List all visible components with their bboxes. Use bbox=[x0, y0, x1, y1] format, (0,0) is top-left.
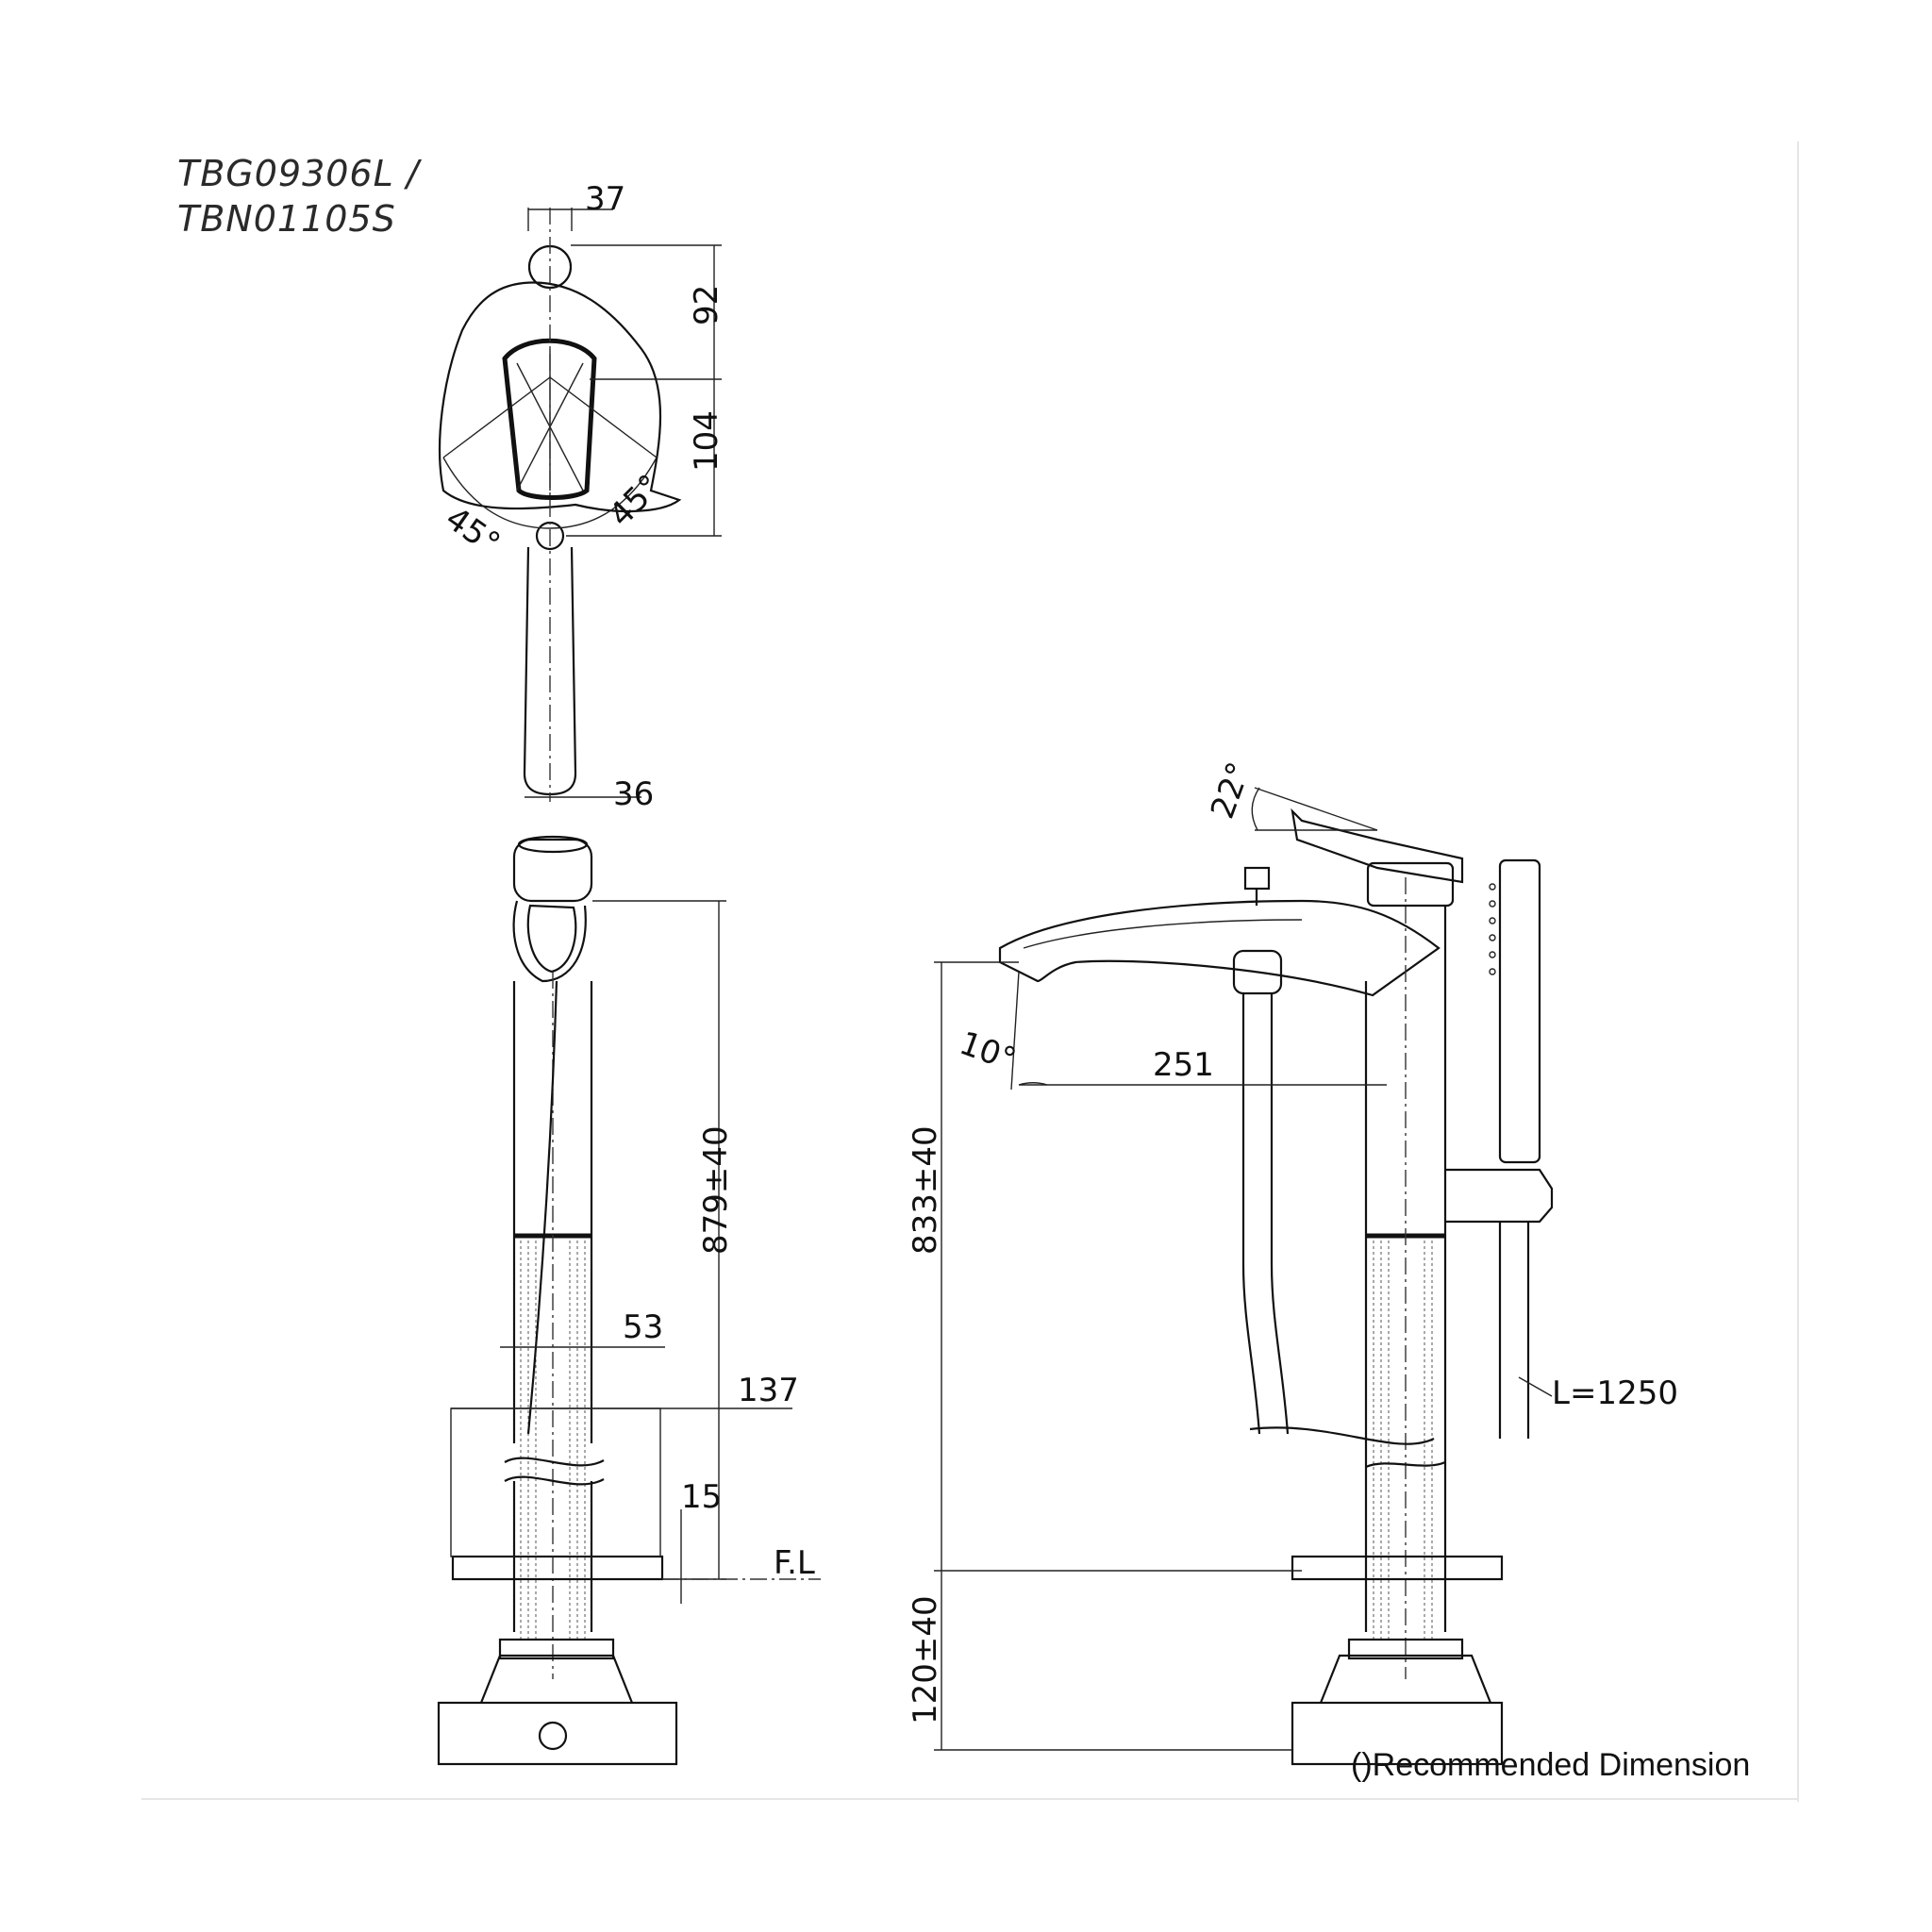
model-number-line-1: TBG09306L / bbox=[177, 153, 420, 194]
side-view-break-upper bbox=[504, 1457, 605, 1467]
frame-bottom-border bbox=[142, 1798, 1799, 1800]
side-view-hose bbox=[526, 980, 558, 1435]
front-view-mount-bracket bbox=[1319, 1654, 1492, 1704]
hose-length-label: L=1250 bbox=[1552, 1374, 1678, 1412]
front-view-break-lines bbox=[1249, 1426, 1446, 1469]
side-view-flange-cover bbox=[450, 1407, 661, 1557]
side-view-mount-bracket bbox=[479, 1654, 634, 1704]
front-view-hand-shower bbox=[1498, 858, 1541, 1164]
below-floor-label: 120±40 bbox=[907, 1595, 944, 1724]
front-view-diverter-body bbox=[1232, 949, 1283, 995]
side-view-floor-flange bbox=[451, 1555, 664, 1581]
dim-53-label: 53 bbox=[623, 1308, 663, 1346]
top-view bbox=[438, 208, 722, 802]
side-view bbox=[437, 835, 821, 1766]
dim-137-label: 137 bbox=[738, 1372, 799, 1409]
floor-level-label: F.L bbox=[774, 1544, 815, 1582]
front-view-base-block bbox=[1291, 1701, 1504, 1766]
spout-reach-label: 251 bbox=[1153, 1046, 1214, 1084]
side-view-break-lower bbox=[504, 1475, 605, 1486]
angle-left-label: 45° bbox=[439, 500, 507, 563]
side-view-spout-outline bbox=[512, 900, 587, 983]
recommended-dimension-note: ()Recommended Dimension bbox=[1351, 1747, 1751, 1783]
dim-10-ray bbox=[1010, 971, 1020, 1091]
front-view-mount-plate bbox=[1347, 1638, 1464, 1660]
front-view-lever bbox=[1291, 808, 1464, 884]
side-view-spout-inner bbox=[526, 904, 577, 974]
front-view-spout-highlight bbox=[1023, 919, 1303, 949]
dim-15-label: 15 bbox=[681, 1478, 722, 1516]
front-view-shower-nozzles bbox=[1489, 883, 1496, 975]
side-view-base-block bbox=[437, 1701, 678, 1766]
side-view-lever-head bbox=[512, 838, 593, 903]
side-view-base-inlet bbox=[538, 1721, 568, 1751]
front-view-floor-flange bbox=[1291, 1555, 1504, 1581]
dim-92-label: 92 bbox=[688, 285, 725, 325]
front-view bbox=[934, 787, 1554, 1766]
top-view-right-swing-line bbox=[549, 376, 658, 458]
dim-22-arc bbox=[1251, 787, 1260, 831]
top-view-left-swing-line bbox=[442, 376, 551, 458]
model-number-line-2: TBN01105S bbox=[177, 198, 396, 240]
angle-right-label: 45° bbox=[602, 467, 669, 534]
hose-length-leader bbox=[1518, 1376, 1553, 1397]
top-view-rotation-arc bbox=[442, 457, 658, 529]
front-height-label: 833±40 bbox=[907, 1125, 944, 1255]
dim-22-ext-top bbox=[1254, 787, 1378, 831]
side-view-hatching bbox=[520, 1241, 586, 1641]
front-view-spout bbox=[998, 899, 1441, 997]
front-view-hose bbox=[1241, 993, 1290, 1435]
frame-right-border bbox=[1797, 142, 1799, 1802]
handle-tilt-label: 22° bbox=[1204, 758, 1258, 824]
dim-36-label: 36 bbox=[613, 775, 654, 813]
side-view-mount-plate bbox=[498, 1638, 615, 1660]
side-view-lever-top bbox=[517, 835, 589, 854]
top-view-body-outline bbox=[438, 281, 682, 513]
spout-angle-label: 10° bbox=[955, 1024, 1021, 1079]
dim-104-label: 104 bbox=[688, 410, 725, 472]
front-view-shower-holder bbox=[1445, 1168, 1554, 1224]
dim-879-label: 879±40 bbox=[697, 1125, 735, 1255]
front-view-lever-base bbox=[1366, 861, 1455, 908]
top-view-lever-cap bbox=[502, 338, 597, 500]
front-view-diverter-knob bbox=[1243, 866, 1271, 891]
dim-37-label: 37 bbox=[585, 180, 625, 218]
